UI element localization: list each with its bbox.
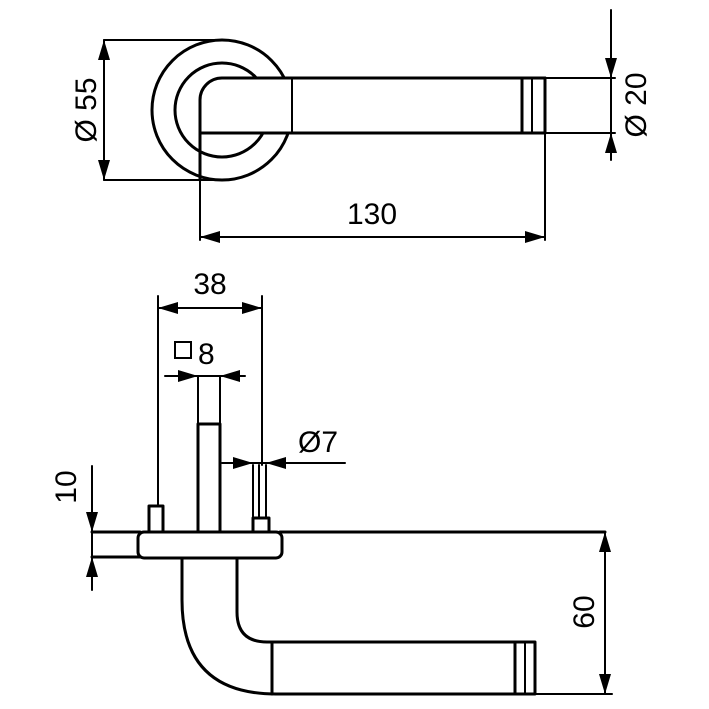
arrow-head — [233, 457, 253, 469]
arrow-head — [242, 302, 262, 314]
lever-body-side — [180, 556, 530, 696]
arrow-head — [525, 231, 545, 243]
lever-drop-label: 60 — [568, 595, 601, 628]
rose-diameter-label: Ø 55 — [70, 77, 103, 142]
arrow-head — [98, 40, 110, 60]
rose-height-label: 10 — [50, 470, 83, 503]
arrow-head — [599, 674, 611, 694]
arrow-head — [178, 370, 198, 382]
arrow-head — [98, 160, 110, 180]
top-view: Ø 55 Ø 20 130 — [70, 9, 653, 243]
rose-plate — [136, 530, 284, 560]
arrow-head — [599, 532, 611, 552]
screw-diameter-label: Ø7 — [298, 426, 338, 459]
arrow-head — [86, 512, 98, 532]
screw-pin-left — [147, 504, 165, 534]
arrow-head — [200, 231, 220, 243]
square-icon — [174, 341, 192, 359]
screw-pin-right — [251, 516, 271, 534]
lever-body-side-inner — [235, 556, 530, 644]
side-view: 38 8 Ø7 10 60 — [50, 268, 613, 696]
depth-label: 38 — [193, 268, 226, 301]
arrow-head — [220, 370, 240, 382]
lever-end-cap — [520, 76, 547, 135]
arrow-head — [86, 557, 98, 577]
arrow-head — [266, 457, 286, 469]
arrow-head — [605, 58, 617, 78]
lever-length-label: 130 — [347, 198, 397, 231]
spindle-square-label: 8 — [198, 338, 215, 371]
lever-arm-top — [198, 76, 547, 135]
lever-diameter-label: Ø 20 — [620, 72, 653, 137]
spindle — [196, 422, 222, 534]
arrow-head — [158, 302, 178, 314]
arrow-head — [605, 133, 617, 153]
